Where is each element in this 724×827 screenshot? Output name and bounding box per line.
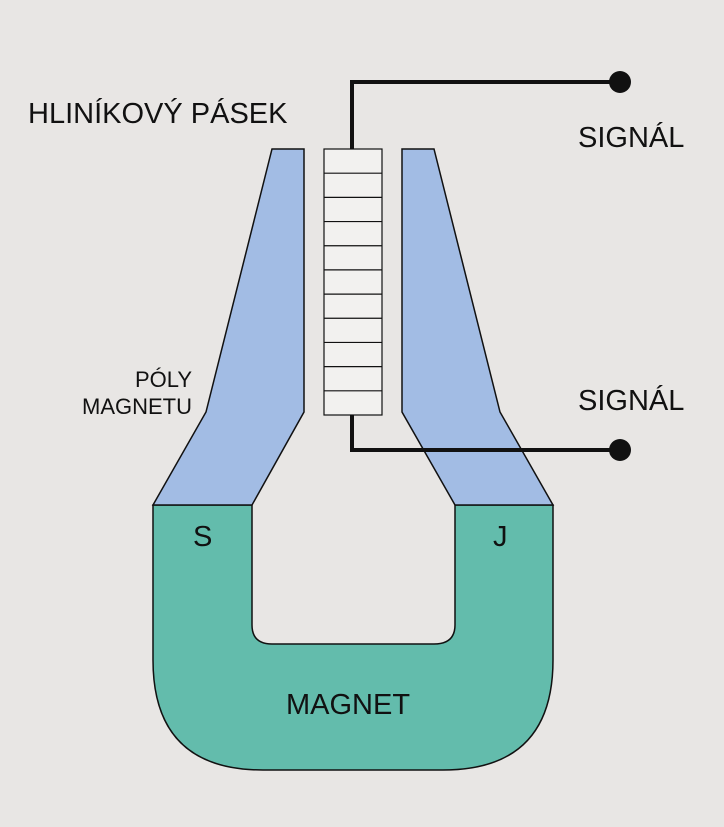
aluminum-ribbon <box>323 148 383 416</box>
ribbon-label: HLINÍKOVÝ PÁSEK <box>28 98 288 130</box>
signal-wire-top <box>350 80 620 149</box>
signal-wire-bottom <box>350 415 620 452</box>
poles-label: PÓLY MAGNETU <box>82 366 192 420</box>
left-pole-piece <box>151 148 305 506</box>
magnet-label: MAGNET <box>286 689 411 721</box>
signal-terminal-bottom <box>609 439 631 461</box>
signal-label-top: SIGNÁL <box>578 122 685 154</box>
ribbon-folds <box>324 172 382 392</box>
magnet-body <box>152 504 554 771</box>
pole-s-label: S <box>193 521 213 553</box>
poles-label-line2: MAGNETU <box>82 394 192 419</box>
pole-j-label: J <box>493 521 508 553</box>
poles-label-line1: PÓLY <box>134 367 192 392</box>
signal-terminal-top <box>609 71 631 93</box>
signal-label-bottom: SIGNÁL <box>578 385 685 417</box>
right-pole-piece <box>401 148 555 506</box>
